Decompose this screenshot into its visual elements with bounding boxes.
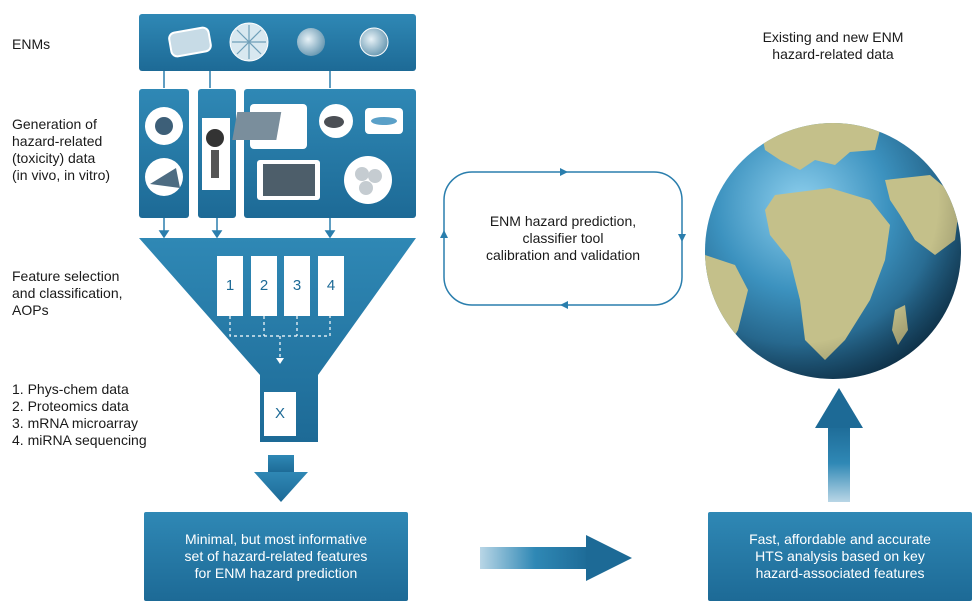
feature-box-1: 1	[225, 277, 235, 294]
funnel	[139, 238, 416, 442]
up-arrow	[815, 388, 863, 502]
right-arrow	[480, 535, 632, 581]
feature-box-4: 4	[326, 277, 336, 294]
funnel-inputs	[158, 218, 336, 239]
bottom-left-box	[144, 512, 408, 601]
down-arrow	[254, 455, 308, 502]
label-feature-selection: Feature selection and classification, AO…	[12, 268, 123, 318]
feature-box-3: 3	[292, 277, 302, 294]
bottom-right-box	[708, 512, 972, 601]
feature-box-2: 2	[259, 277, 269, 294]
label-data-types: 1. Phys-chem data 2. Proteomics data 3. …	[12, 381, 147, 448]
globe	[705, 123, 961, 379]
label-generation: Generation of hazard-related (toxicity) …	[12, 116, 111, 183]
bottom-right-text: Fast, affordable and accurate HTS analys…	[749, 531, 931, 581]
enm-connectors	[163, 71, 331, 88]
funnel-output: X	[274, 405, 285, 422]
bottom-left-text: Minimal, but most informative set of haz…	[184, 531, 368, 581]
globe-title: Existing and new ENM hazard-related data	[762, 29, 904, 62]
enms-box	[139, 14, 416, 71]
cycle-text: ENM hazard prediction, classifier tool c…	[485, 213, 641, 263]
label-enms: ENMs	[12, 36, 51, 52]
enm-particles	[168, 22, 389, 62]
